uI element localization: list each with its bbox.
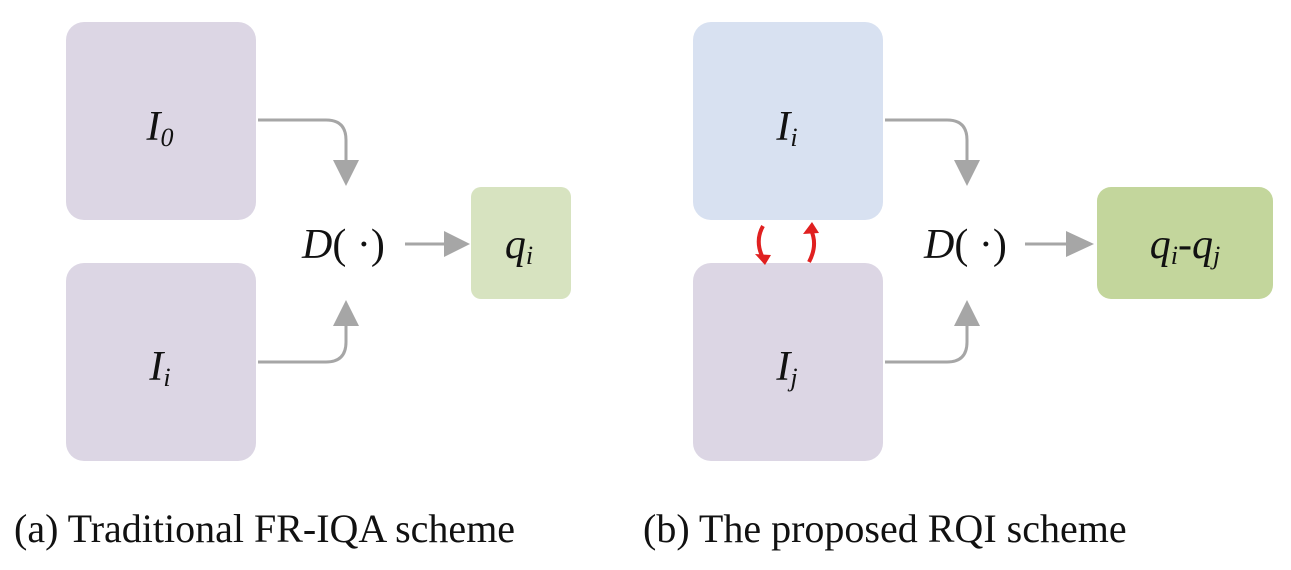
box-relative-quality [1097,187,1273,299]
quality-score-label: qi [505,222,533,270]
arrow-top-to-operator [258,118,348,165]
panel-a: I0 Ii D( ·) qi (a) Traditional FR-IQA sc… [14,22,571,551]
arrow-bottom-to-operator [258,322,348,364]
arrow-bottom-to-operator-b [885,322,969,364]
swap-arrow-up-head [803,222,819,234]
box-quality-score [471,187,571,299]
box-distorted-image [66,263,256,461]
box-distorted-label: Ii [148,344,170,392]
panel-b: Ii Ij D( ·) qi-qj (b) The proposed RQI s… [643,22,1273,551]
box-image-i [693,22,883,220]
caption-a: (a) Traditional FR-IQA scheme [14,506,515,551]
swap-arrow-up [807,229,816,263]
caption-b: (b) The proposed RQI scheme [643,506,1127,551]
arrow-head-down [333,160,359,186]
operator-label: D( ·) [301,222,385,268]
arrow-head-right [444,231,470,257]
relative-quality-label: qi-qj [1150,222,1220,270]
box-reference-image [66,22,256,220]
swap-arrow-down-head [755,254,771,265]
arrow-top-to-operator-b [885,118,969,165]
arrow-head-up-b [954,300,980,326]
box-reference-label: I0 [146,104,174,152]
arrow-head-right-b [1066,231,1094,257]
box-image-i-label: Ii [775,104,797,152]
box-image-j [693,263,883,461]
box-image-j-label: Ij [775,344,797,392]
operator-label-b: D( ·) [923,222,1007,268]
arrow-head-down-b [954,160,980,186]
arrow-head-up [333,300,359,326]
